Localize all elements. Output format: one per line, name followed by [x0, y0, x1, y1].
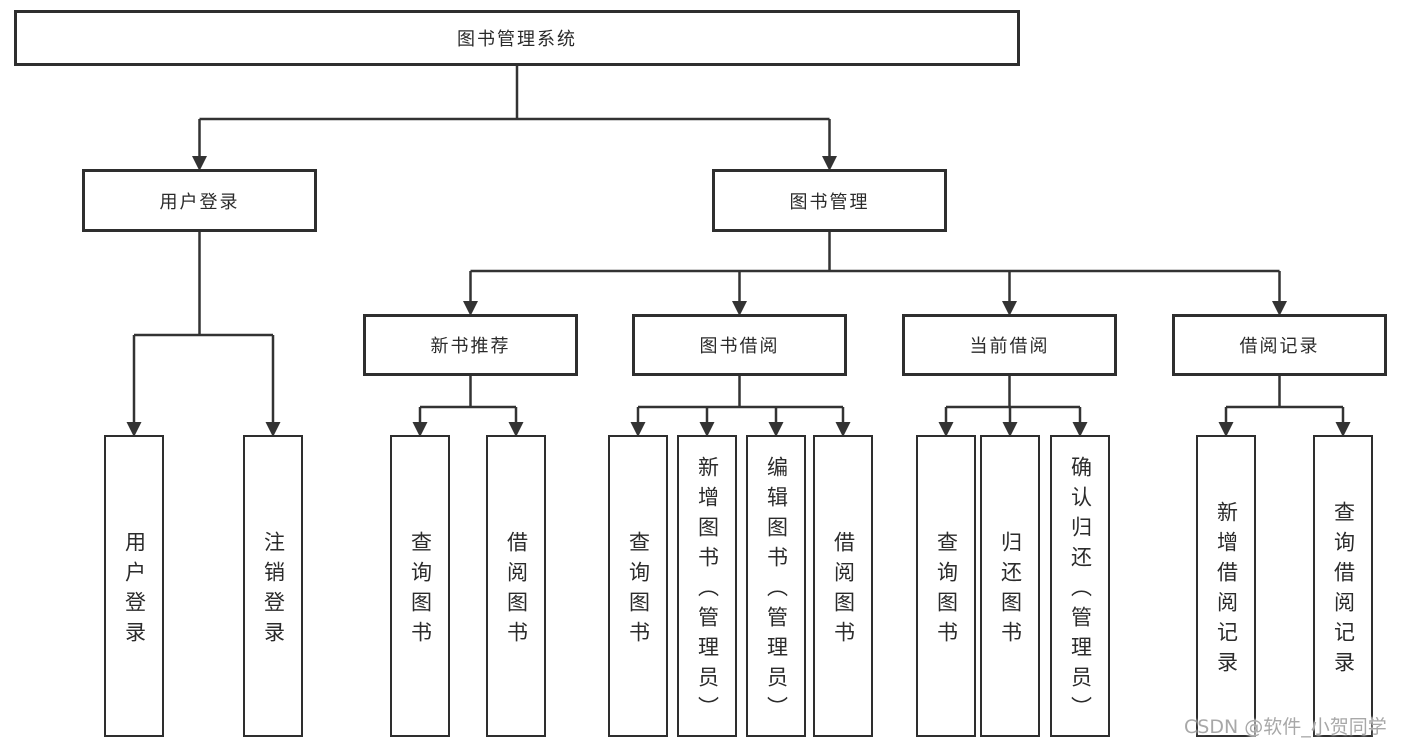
node-borrowing-records: 借阅记录	[1172, 314, 1387, 376]
node-return-books: 归还图书	[980, 435, 1040, 737]
node-user-login: 用户登录	[82, 169, 317, 232]
node-library-system-label: 图书管理系统	[457, 29, 577, 50]
node-borrow-books: 借阅图书	[813, 435, 873, 737]
arrow-down-icon	[1072, 422, 1088, 437]
arrow-down-icon	[938, 422, 954, 437]
arrow-down-icon	[1272, 301, 1287, 316]
node-user-login-label: 用户登录	[159, 191, 240, 213]
node-confirm-return-admin: 确认归还（管理员）	[1050, 435, 1110, 737]
node-borrowing-records-label: 借阅记录	[1239, 336, 1320, 357]
arrow-down-icon	[463, 301, 478, 316]
node-query-books: 查询图书	[916, 435, 976, 737]
node-logout: 注销登录	[243, 435, 303, 737]
arrow-down-icon	[412, 422, 428, 437]
arrow-down-icon	[1002, 301, 1017, 316]
node-add-books-admin-label: 新增图书（管理员）	[695, 455, 720, 726]
node-return-books-label: 归还图书	[998, 530, 1023, 651]
node-new-book-recommend-label: 新书推荐	[430, 336, 511, 357]
node-library-system: 图书管理系统	[14, 10, 1020, 66]
node-query-borrow-record: 查询借阅记录	[1313, 435, 1373, 737]
node-add-borrow-record-label: 新增借阅记录	[1214, 500, 1239, 681]
arrow-down-icon	[699, 422, 715, 437]
node-borrow-books-label: 借阅图书	[831, 530, 856, 651]
arrow-down-icon	[630, 422, 646, 437]
node-query-borrow-record-label: 查询借阅记录	[1331, 500, 1356, 681]
arrow-down-icon	[126, 422, 142, 437]
node-new-book-recommend: 新书推荐	[363, 314, 578, 376]
node-add-borrow-record: 新增借阅记录	[1196, 435, 1256, 737]
node-book-management-label: 图书管理	[789, 191, 870, 213]
arrow-down-icon	[768, 422, 784, 437]
node-current-borrowing-label: 当前借阅	[969, 336, 1050, 357]
node-add-books-admin: 新增图书（管理员）	[677, 435, 737, 737]
node-query-books: 查询图书	[608, 435, 668, 737]
arrow-down-icon	[835, 422, 851, 437]
node-current-borrowing: 当前借阅	[902, 314, 1117, 376]
arrow-down-icon	[1002, 422, 1018, 437]
node-query-books-label: 查询图书	[934, 530, 959, 651]
node-logout-label: 注销登录	[261, 530, 286, 651]
node-query-books-label: 查询图书	[408, 530, 433, 651]
arrow-down-icon	[732, 301, 747, 316]
node-book-borrowing-label: 图书借阅	[699, 336, 780, 357]
node-query-books: 查询图书	[390, 435, 450, 737]
node-book-management: 图书管理	[712, 169, 947, 232]
node-borrow-books-label: 借阅图书	[504, 530, 529, 651]
node-user-login-action-label: 用户登录	[122, 530, 147, 651]
arrow-down-icon	[192, 156, 207, 171]
node-edit-books-admin-label: 编辑图书（管理员）	[764, 455, 789, 726]
arrow-down-icon	[1335, 422, 1351, 437]
node-borrow-books: 借阅图书	[486, 435, 546, 737]
arrow-down-icon	[265, 422, 281, 437]
node-confirm-return-admin-label: 确认归还（管理员）	[1068, 455, 1093, 726]
arrow-down-icon	[822, 156, 837, 171]
node-query-books-label: 查询图书	[626, 530, 651, 651]
node-user-login-action: 用户登录	[104, 435, 164, 737]
arrow-down-icon	[1218, 422, 1234, 437]
arrow-down-icon	[508, 422, 524, 437]
node-edit-books-admin: 编辑图书（管理员）	[746, 435, 806, 737]
csdn-watermark: CSDN @软件_小贺同学	[1184, 716, 1387, 738]
node-book-borrowing: 图书借阅	[632, 314, 847, 376]
